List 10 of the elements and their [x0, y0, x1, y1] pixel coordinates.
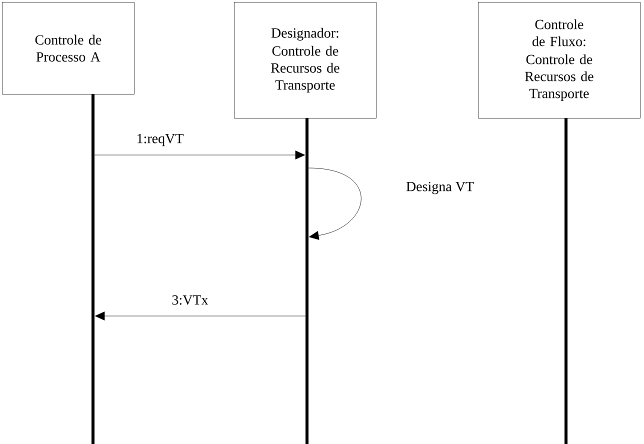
lifeline-box: Designador: Controle de Recursos de Transporte — [234, 2, 376, 118]
lifeline-box: Controle de Fluxo: Controle de Recursos de Transporte — [478, 2, 640, 118]
edge-label: 1:reqVT — [138, 134, 184, 146]
edge-label: 3:VTx — [172, 295, 208, 305]
edge-label: Designa VT — [406, 182, 474, 194]
message-arrow — [94, 150, 306, 160]
message-arrow — [308, 168, 362, 240]
lifeline-box: Controle de Processo A — [2, 2, 134, 94]
message-arrow — [95, 312, 306, 320]
lifeline — [564, 118, 568, 444]
